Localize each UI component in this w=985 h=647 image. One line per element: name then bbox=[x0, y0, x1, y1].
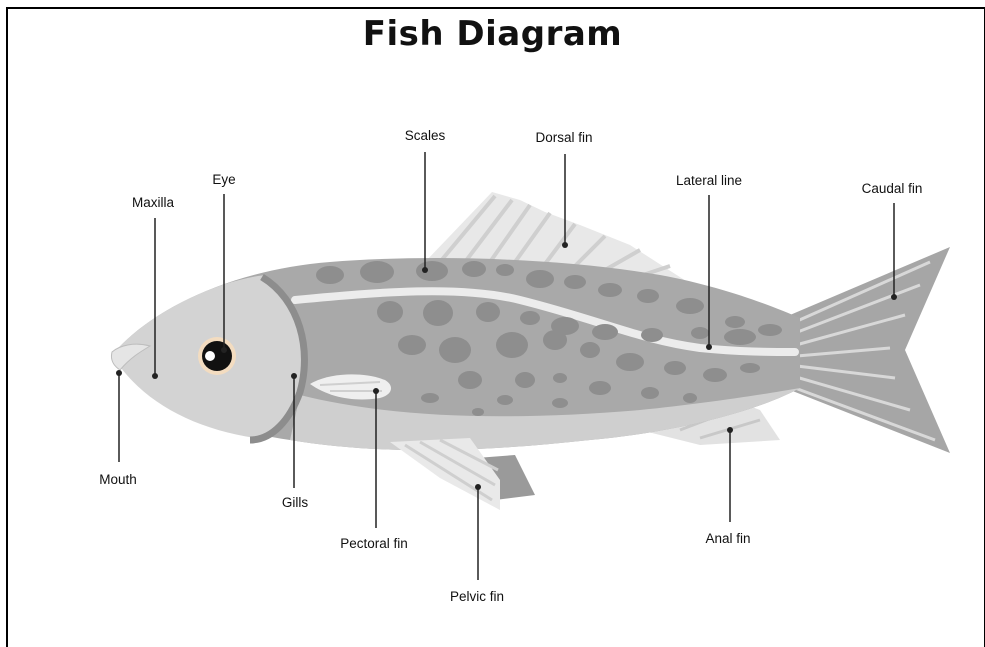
caudal-fin bbox=[790, 247, 950, 453]
label-eye: Eye bbox=[212, 172, 235, 187]
label-maxilla: Maxilla bbox=[132, 195, 175, 210]
label-dorsal-fin: Dorsal fin bbox=[535, 130, 592, 145]
label-scales: Scales bbox=[405, 128, 446, 143]
label-gills: Gills bbox=[282, 495, 308, 510]
pelvic-fin bbox=[390, 438, 500, 510]
label-mouth: Mouth bbox=[99, 472, 137, 487]
fish-diagram: Mouth Maxilla Eye Gills Pectoral fin Pel… bbox=[0, 0, 985, 628]
label-anal-fin: Anal fin bbox=[705, 531, 750, 546]
label-lateral-line: Lateral line bbox=[676, 173, 742, 188]
label-pelvic-fin: Pelvic fin bbox=[450, 589, 504, 604]
label-pectoral-fin: Pectoral fin bbox=[340, 536, 408, 551]
eye-graphic bbox=[198, 337, 236, 375]
label-caudal-fin: Caudal fin bbox=[862, 181, 923, 196]
